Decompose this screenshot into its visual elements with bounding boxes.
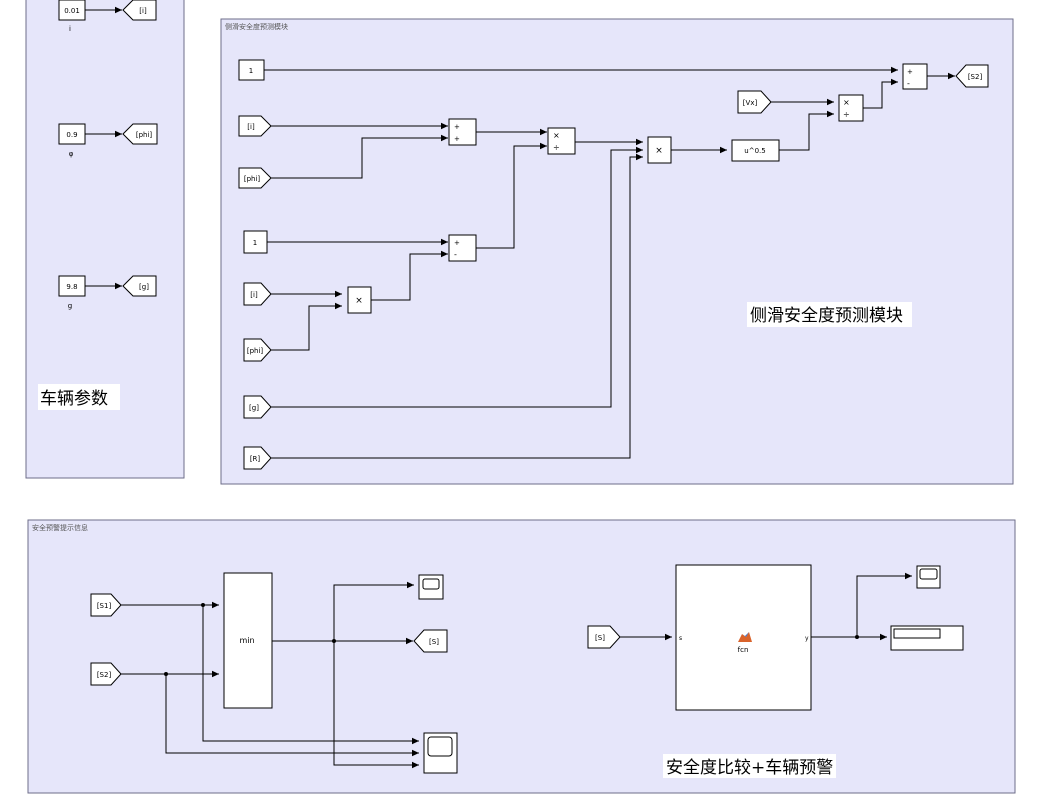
constant-value: 1 <box>249 67 253 75</box>
scope-block-top[interactable] <box>418 574 444 600</box>
from-tag: [g] <box>249 404 259 412</box>
port-sign: × <box>355 296 363 306</box>
fcn-expression: u^0.5 <box>744 147 765 155</box>
from-block-phi-bottom[interactable]: [phi] <box>243 338 272 362</box>
from-block-R[interactable]: [R] <box>243 446 272 470</box>
goto-tag: [S] <box>429 638 439 646</box>
output-port-label: y <box>805 635 809 642</box>
constant-name-label: g <box>68 302 72 310</box>
port-sign: + <box>907 68 913 76</box>
from-tag: [S2] <box>97 671 112 679</box>
display-block[interactable] <box>890 625 964 651</box>
display-readout <box>893 628 941 639</box>
goto-block-g[interactable]: [g] <box>122 275 157 297</box>
goto-tag: [i] <box>139 7 147 15</box>
from-tag: [S1] <box>97 602 112 610</box>
from-block-S2[interactable]: [S2] <box>90 662 122 686</box>
branch-points <box>164 603 859 676</box>
signal-wires <box>264 66 955 459</box>
constant-name-label: φ <box>69 150 74 158</box>
product-block-right[interactable]: × <box>647 136 672 164</box>
vehicle-params-label: 车辆参数 <box>40 389 108 409</box>
port-sign: × <box>843 98 850 107</box>
from-tag: [i] <box>250 291 258 299</box>
from-block-i-bottom[interactable]: [i] <box>243 282 272 306</box>
goto-tag: [phi] <box>136 131 153 139</box>
constant-name-label: i <box>69 25 71 33</box>
scope-icon <box>919 568 938 580</box>
min-block[interactable]: min <box>223 572 273 709</box>
warning-subsystem[interactable]: 安全预警提示信息 [S1] [S2] <box>27 519 1016 794</box>
min-label: min <box>239 636 254 645</box>
from-block-Vx[interactable]: [Vx] <box>737 90 772 114</box>
goto-tag: [g] <box>139 283 149 291</box>
port-sign: + <box>454 123 460 131</box>
from-block-g[interactable]: [g] <box>243 395 272 419</box>
scope-block-right[interactable] <box>916 565 941 589</box>
from-tag: [S] <box>595 634 605 642</box>
constant-block-phi[interactable]: 0.9 <box>58 123 86 145</box>
constant-block-g[interactable]: 9.8 <box>58 275 86 297</box>
sum-block-bottom[interactable]: + - <box>448 234 477 262</box>
matlab-logo-icon <box>738 632 752 642</box>
port-sign: - <box>454 250 457 259</box>
warning-label: 安全度比较+车辆预警 <box>666 758 833 778</box>
constant-value: 9.8 <box>66 283 77 291</box>
from-tag: [R] <box>250 455 261 463</box>
from-block-phi-top[interactable]: [phi] <box>238 167 272 189</box>
matlab-function-block[interactable]: s y fcn <box>675 564 812 711</box>
from-tag: [phi] <box>247 347 264 355</box>
constant-value: 0.01 <box>64 7 80 15</box>
product-block[interactable]: × <box>347 286 372 314</box>
constant-value: 0.9 <box>66 131 77 139</box>
sum-block-final[interactable]: + - <box>902 63 928 90</box>
scope-icon <box>422 578 440 590</box>
constant-block-one-mid[interactable]: 1 <box>243 230 268 254</box>
port-sign: + <box>454 239 460 247</box>
scope-block-bottom[interactable] <box>423 732 458 774</box>
constant-block-i[interactable]: 0.01 <box>58 0 86 21</box>
from-block-i-top[interactable]: [i] <box>238 115 272 137</box>
input-port-label: s <box>679 635 682 642</box>
from-tag: [Vx] <box>743 99 758 107</box>
sqrt-fcn-block[interactable]: u^0.5 <box>731 139 780 162</box>
divide-block-mid[interactable]: × ÷ <box>547 127 576 155</box>
sideslip-subsystem[interactable]: 侧滑安全度预测模块 1 [ <box>220 18 1014 485</box>
goto-block-i[interactable]: [i] <box>122 0 157 21</box>
goto-block-S2[interactable]: [S2] <box>955 64 989 88</box>
from-tag: [phi] <box>244 175 261 183</box>
subsystem-title: 侧滑安全度预测模块 <box>225 22 288 31</box>
subsystem-title: 安全预警提示信息 <box>32 523 88 532</box>
goto-block-S[interactable]: [S] <box>413 629 448 653</box>
from-block-S[interactable]: [S] <box>587 625 621 649</box>
port-sign: - <box>907 79 910 88</box>
goto-tag: [S2] <box>968 73 983 81</box>
port-sign: ÷ <box>843 110 850 119</box>
constant-block-one-top[interactable]: 1 <box>238 59 265 81</box>
vehicle-params-subsystem[interactable]: 0.01 i [i] 0.9 φ [phi] 9.8 g [g] <box>25 0 185 479</box>
port-sign: ÷ <box>553 143 560 152</box>
fcn-label: fcn <box>738 646 749 654</box>
signal-wires <box>121 572 912 769</box>
port-sign: × <box>553 131 560 140</box>
goto-block-phi[interactable]: [phi] <box>122 123 158 145</box>
from-block-S1[interactable]: [S1] <box>90 593 122 617</box>
port-sign: + <box>454 135 460 143</box>
from-tag: [i] <box>247 123 255 131</box>
sideslip-label: 侧滑安全度预测模块 <box>750 306 903 326</box>
divide-block-right[interactable]: × ÷ <box>838 94 864 122</box>
port-sign: × <box>655 146 663 156</box>
constant-value: 1 <box>253 239 257 247</box>
scope-icon <box>427 736 453 757</box>
sum-block-top[interactable]: + + <box>448 118 477 146</box>
